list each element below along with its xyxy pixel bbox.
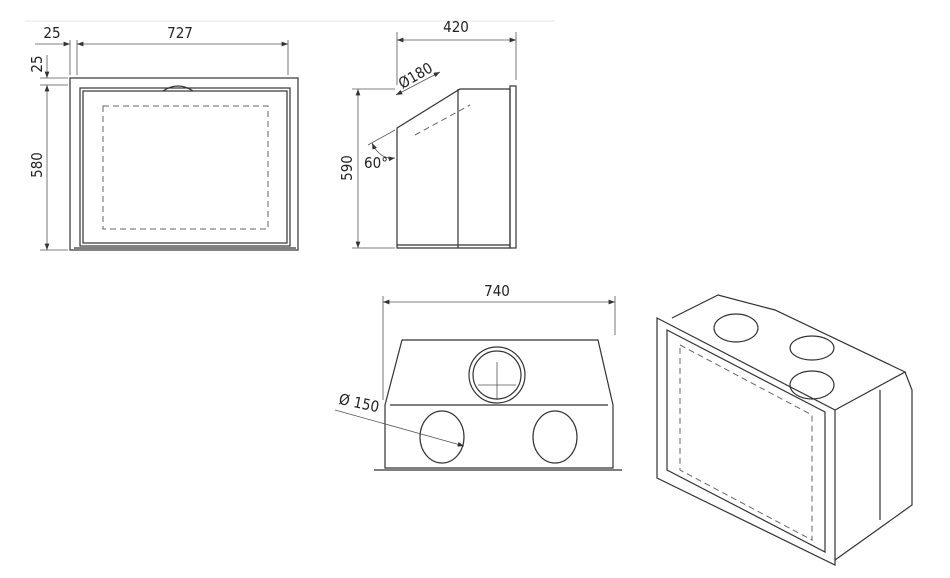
width-727-label: 727 bbox=[167, 24, 193, 42]
height-580-label: 580 bbox=[28, 152, 46, 178]
isometric-view bbox=[656, 294, 913, 566]
side-view bbox=[352, 32, 517, 249]
top-view bbox=[334, 296, 622, 471]
frame-width-label: 25 bbox=[43, 24, 60, 42]
flue-diameter-label: Ø180 bbox=[395, 59, 436, 93]
front-view bbox=[35, 40, 299, 251]
width-740-label: 740 bbox=[484, 282, 510, 300]
frame-height-label: 25 bbox=[28, 55, 46, 72]
angle-label: 60° bbox=[364, 154, 388, 172]
depth-420-label: 420 bbox=[443, 18, 469, 36]
height-590-label: 590 bbox=[338, 155, 356, 181]
